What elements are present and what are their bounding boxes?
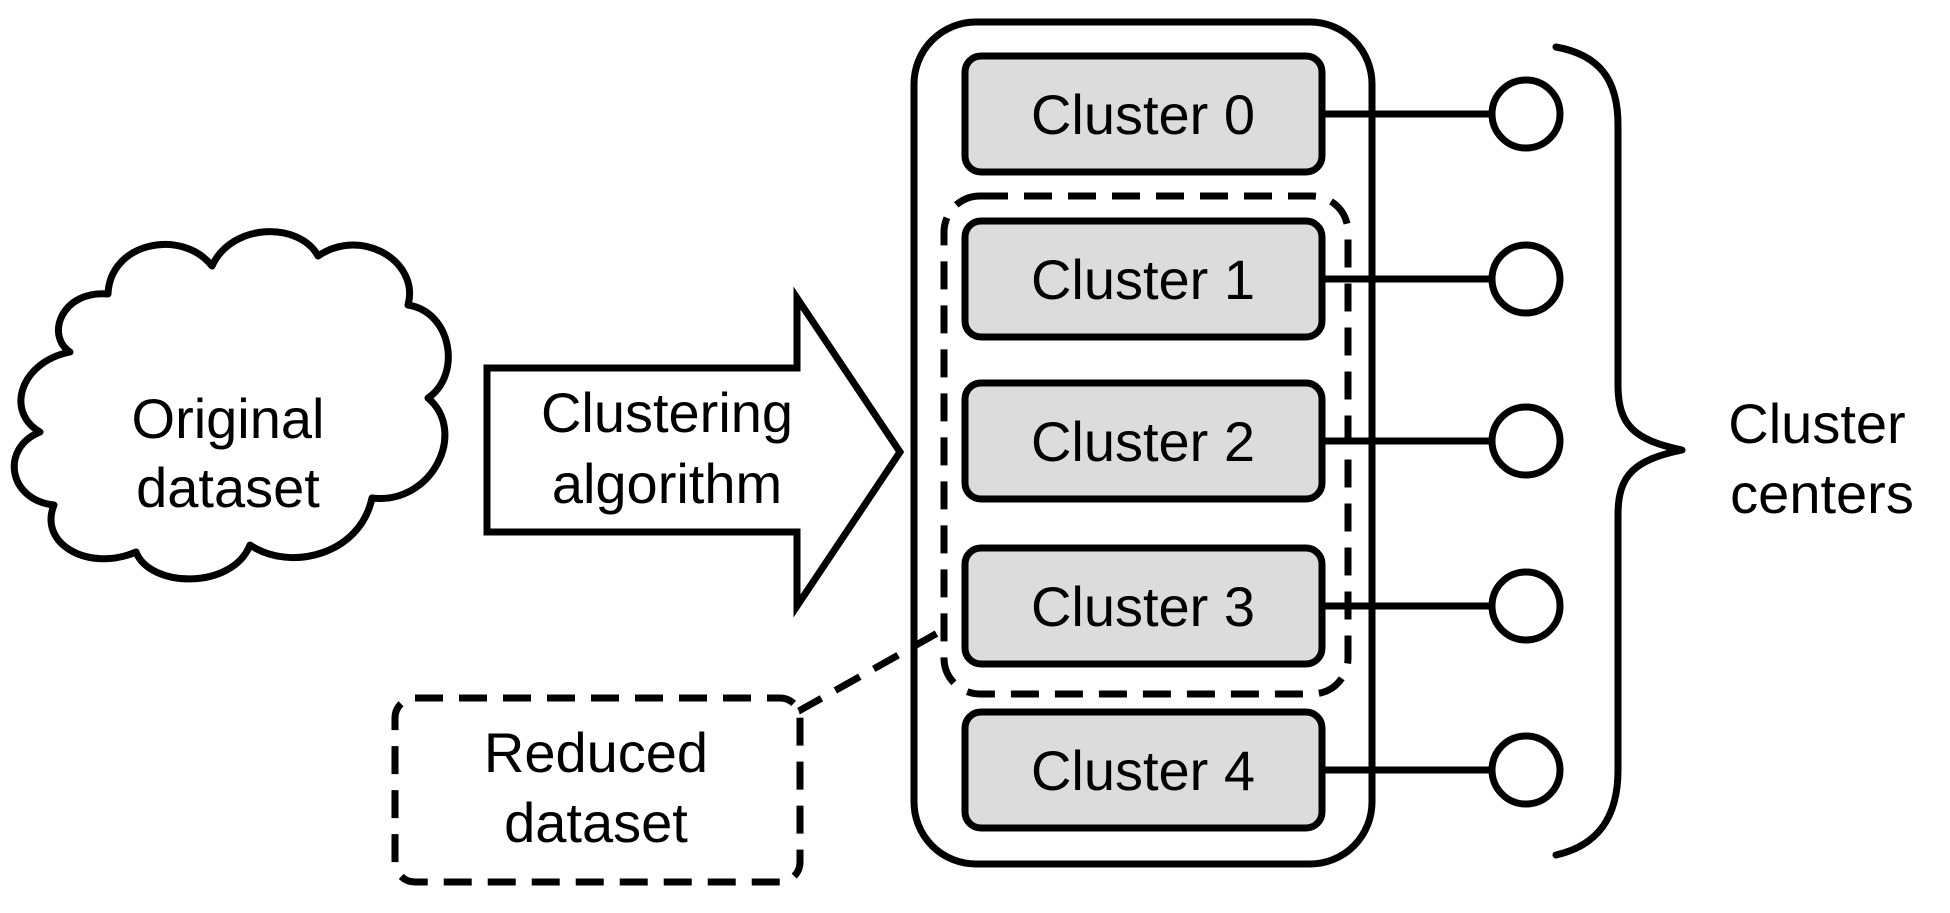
reduced-dataset-label-line2: dataset — [504, 791, 688, 854]
cloud-shape — [10, 228, 452, 583]
clustering-algorithm-label-line2: algorithm — [552, 452, 782, 515]
cluster-center-marker — [1488, 241, 1564, 317]
arrow-shape — [483, 286, 905, 618]
cluster-box — [961, 544, 1326, 668]
cluster-row: Cluster 2 — [961, 379, 1564, 503]
cluster-center-marker — [1488, 76, 1564, 152]
original-dataset-label-line1: Original — [132, 387, 325, 450]
cluster-center-marker — [1488, 403, 1564, 479]
cluster-label: Cluster 4 — [1031, 739, 1255, 802]
cluster-center-marker — [1488, 732, 1564, 808]
cluster-row: Cluster 4 — [961, 708, 1564, 832]
cluster-box — [961, 379, 1326, 503]
cluster-row: Cluster 3 — [961, 544, 1564, 668]
cluster-label: Cluster 0 — [1031, 83, 1255, 146]
clustering-algorithm-arrow: Clustering algorithm — [483, 286, 905, 618]
cluster-row: Cluster 1 — [961, 217, 1564, 341]
cluster-centers-label-line1: Cluster — [1728, 392, 1905, 455]
reduced-set-boundary — [940, 192, 1352, 698]
reduced-dataset-label-line1: Reduced — [484, 721, 708, 784]
cluster-box — [961, 52, 1326, 176]
clustering-algorithm-label-line1: Clustering — [541, 381, 793, 444]
original-dataset-label-line2: dataset — [136, 456, 320, 519]
reduced-dataset-frame — [391, 694, 804, 886]
cluster-label: Cluster 2 — [1031, 410, 1255, 473]
cluster-box — [961, 217, 1326, 341]
cluster-center-marker — [1488, 568, 1564, 644]
cluster-row: Cluster 0 — [961, 52, 1564, 176]
cluster-label: Cluster 3 — [1031, 575, 1255, 638]
original-dataset-cloud: Original dataset — [10, 228, 452, 583]
cluster-box — [961, 708, 1326, 832]
cluster-label: Cluster 1 — [1031, 248, 1255, 311]
centers-brace — [1552, 43, 1686, 859]
cluster-centers-label-line2: centers — [1730, 462, 1914, 525]
reduced-dataset-box: Reduced dataset — [391, 694, 804, 886]
reduced-dataset-connector — [795, 622, 952, 716]
